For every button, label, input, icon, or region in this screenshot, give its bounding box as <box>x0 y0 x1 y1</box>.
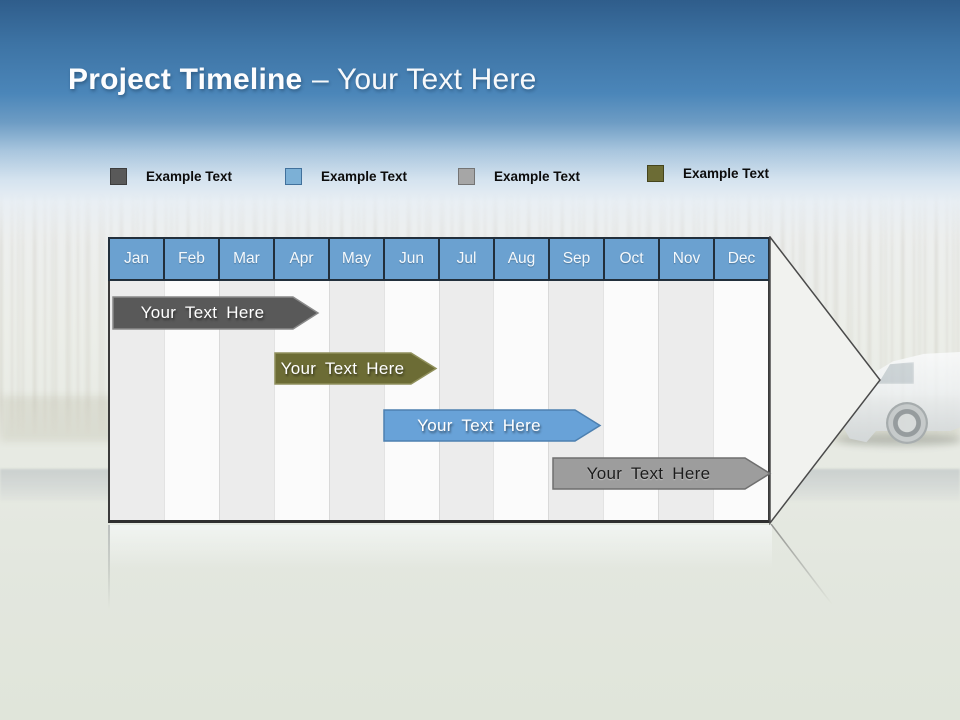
legend-swatch-gray <box>458 168 475 185</box>
task-bar-2[interactable]: Your Text Here <box>274 352 438 385</box>
month-cell-may: May <box>328 239 383 279</box>
table-reflection <box>108 525 772 569</box>
legend-item-4[interactable]: Example Text <box>647 165 769 182</box>
slide-title[interactable]: Project Timeline – Your Text Here <box>68 60 536 100</box>
task-bar-shape <box>112 296 320 330</box>
grid-column <box>383 281 439 520</box>
timeline-table: Jan Feb Mar Apr May Jun Jul Aug Sep Oct … <box>108 236 888 526</box>
task-bar-label: Your Text Here <box>280 358 405 378</box>
legend-label: Example Text <box>146 169 233 184</box>
month-cell-feb: Feb <box>163 239 218 279</box>
legend-label: Example Text <box>321 169 408 184</box>
task-bar-shape <box>274 352 438 385</box>
grid-column <box>438 281 494 520</box>
legend-swatch-dark-gray <box>110 168 127 185</box>
task-bar-label: Your Text Here <box>586 463 711 483</box>
legend-label: Example Text <box>494 169 581 184</box>
grid-column <box>493 281 549 520</box>
grid-column <box>328 281 384 520</box>
month-cell-sep: Sep <box>548 239 603 279</box>
legend-item-1[interactable]: Example Text <box>110 168 232 185</box>
month-cell-jul: Jul <box>438 239 493 279</box>
legend-swatch-blue <box>285 168 302 185</box>
legend-item-3[interactable]: Example Text <box>458 168 580 185</box>
month-cell-apr: Apr <box>273 239 328 279</box>
month-cell-nov: Nov <box>658 239 713 279</box>
legend: Example Text Example Text Example Text E… <box>0 165 960 190</box>
task-bar-4[interactable]: Your Text Here <box>552 457 772 490</box>
table-edge-reflection <box>108 525 110 609</box>
month-cell-aug: Aug <box>493 239 548 279</box>
legend-swatch-olive <box>647 165 664 182</box>
title-placeholder-text: – Your Text Here <box>312 63 537 96</box>
title-main-text: Project Timeline <box>68 63 303 96</box>
month-header-row: Jan Feb Mar Apr May Jun Jul Aug Sep Oct … <box>108 237 770 281</box>
legend-item-2[interactable]: Example Text <box>285 168 407 185</box>
month-cell-oct: Oct <box>603 239 658 279</box>
month-cell-jun: Jun <box>383 239 438 279</box>
legend-label: Example Text <box>683 166 770 181</box>
task-bar-label: Your Text Here <box>140 303 265 322</box>
task-bar-shape <box>552 457 772 490</box>
task-bar-1[interactable]: Your Text Here <box>112 296 320 330</box>
timeline-arrowhead <box>769 236 881 526</box>
car-wheel <box>886 402 928 444</box>
month-cell-dec: Dec <box>713 239 768 279</box>
task-bar-shape <box>383 409 602 442</box>
arrowhead-reflection <box>770 524 845 621</box>
month-cell-mar: Mar <box>218 239 273 279</box>
task-bar-3[interactable]: Your Text Here <box>383 409 602 442</box>
month-cell-jan: Jan <box>110 239 163 279</box>
task-bar-label: Your Text Here <box>417 415 541 435</box>
